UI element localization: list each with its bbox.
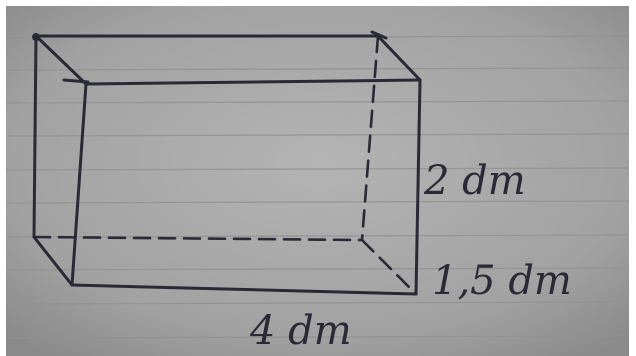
front-bottom-edge [70,283,418,296]
width-label: 4 dm [249,308,352,354]
hidden-back-right-edge [360,34,380,242]
notebook-paper [6,6,634,356]
photo-border [629,0,636,356]
top-left-connector [34,34,88,86]
hidden-bottom-right-connector [360,238,418,296]
hidden-back-bottom-edge [32,235,364,242]
front-left-edge [70,82,88,287]
front-top-edge [84,78,422,86]
depth-label: 1,5 dm [432,258,572,304]
pen-marks [32,30,388,84]
height-label: 2 dm [423,158,526,204]
front-right-edge [414,78,422,296]
ruled-lines [5,35,630,339]
top-right-connector [376,34,422,82]
bottom-left-connector [32,235,74,287]
cuboid-edges [32,34,422,296]
back-left-edge [32,34,38,239]
hidden-edges [32,34,418,296]
